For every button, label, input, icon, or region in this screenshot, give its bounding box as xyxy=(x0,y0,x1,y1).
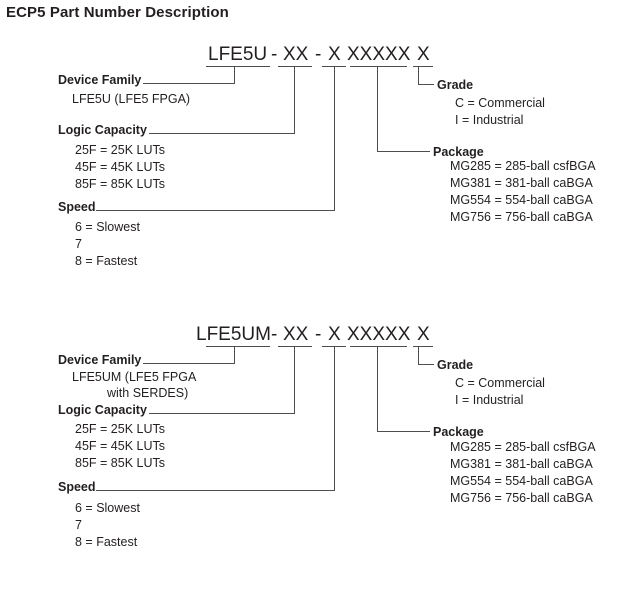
leader-line xyxy=(148,413,295,414)
part-number-group-speed: X xyxy=(328,324,341,345)
package-item: MG381 = 381-ball caBGA xyxy=(450,176,593,190)
logic-capacity-label: Logic Capacity xyxy=(58,123,147,137)
package-item: MG756 = 756-ball caBGA xyxy=(450,210,593,224)
part-number-separator: - xyxy=(271,44,278,65)
package-items: MG285 = 285-ball csfBGA MG381 = 381-ball… xyxy=(450,439,596,507)
part-number-group-package: XXXXX xyxy=(347,44,411,65)
speed-label: Speed xyxy=(58,480,96,494)
speed-item: 8 = Fastest xyxy=(75,535,138,549)
logic-capacity-item: 85F = 85K LUTs xyxy=(75,456,165,470)
part-number-group-grade: X xyxy=(417,44,430,65)
d2-grade-connector xyxy=(413,346,434,365)
speed-item: 6 = Slowest xyxy=(75,501,140,515)
logic-capacity-item: 45F = 45K LUTs xyxy=(75,439,165,453)
grade-item: I = Industrial xyxy=(455,393,524,407)
part-number-separator: - xyxy=(271,324,278,345)
device-family-desc: LFE5UM (LFE5 FPGA xyxy=(72,370,197,384)
logic-capacity-item: 25F = 25K LUTs xyxy=(75,143,165,157)
part-number-group-family: LFE5U xyxy=(208,44,268,65)
leader-line xyxy=(143,363,235,364)
logic-capacity-items: 25F = 25K LUTs 45F = 45K LUTs 85F = 85K … xyxy=(75,421,165,472)
package-label: Package xyxy=(433,425,484,439)
device-family-row: Device Family xyxy=(58,73,235,87)
grade-items: C = Commercial I = Industrial xyxy=(455,95,545,129)
speed-item: 6 = Slowest xyxy=(75,220,140,234)
part-number-group-package: XXXXX xyxy=(347,324,411,345)
logic-capacity-row: Logic Capacity xyxy=(58,123,295,137)
speed-items: 6 = Slowest 7 8 = Fastest xyxy=(75,500,140,551)
speed-item: 7 xyxy=(75,237,82,251)
d2-package-connector xyxy=(350,346,430,432)
logic-capacity-row: Logic Capacity xyxy=(58,403,295,417)
grade-label: Grade xyxy=(437,78,474,92)
leader-line xyxy=(148,133,295,134)
speed-items: 6 = Slowest 7 8 = Fastest xyxy=(75,219,140,270)
package-item: MG756 = 756-ball caBGA xyxy=(450,491,593,505)
speed-row: Speed xyxy=(58,200,335,214)
speed-item: 7 xyxy=(75,518,82,532)
package-label: Package xyxy=(433,145,484,159)
d1-package-connector xyxy=(350,66,430,152)
grade-label: Grade xyxy=(437,358,474,372)
part-number-group-capacity: XX xyxy=(283,324,309,345)
grade-item: I = Industrial xyxy=(455,113,524,127)
device-family-label: Device Family xyxy=(58,73,142,87)
logic-capacity-items: 25F = 25K LUTs 45F = 45K LUTs 85F = 85K … xyxy=(75,142,165,193)
part-number-group-speed: X xyxy=(328,44,341,65)
leader-line xyxy=(143,83,235,84)
logic-capacity-item: 85F = 85K LUTs xyxy=(75,177,165,191)
speed-item: 8 = Fastest xyxy=(75,254,138,268)
part-number-separator: - xyxy=(315,324,322,345)
part-number-group-family: LFE5UM xyxy=(196,324,271,345)
device-family-label: Device Family xyxy=(58,353,142,367)
grade-item: C = Commercial xyxy=(455,96,545,110)
figure-title: ECP5 Part Number Description xyxy=(6,4,229,21)
package-item: MG285 = 285-ball csfBGA xyxy=(450,159,596,173)
speed-label: Speed xyxy=(58,200,96,214)
device-family-row: Device Family xyxy=(58,353,235,367)
grade-item: C = Commercial xyxy=(455,376,545,390)
package-items: MG285 = 285-ball csfBGA MG381 = 381-ball… xyxy=(450,158,596,226)
grade-items: C = Commercial I = Industrial xyxy=(455,375,545,409)
logic-capacity-item: 45F = 45K LUTs xyxy=(75,160,165,174)
device-family-desc: with SERDES) xyxy=(107,386,189,400)
d1-grade-connector xyxy=(413,66,434,85)
package-item: MG381 = 381-ball caBGA xyxy=(450,457,593,471)
part-number-group-grade: X xyxy=(417,324,430,345)
part-number-separator: - xyxy=(315,44,322,65)
package-item: MG554 = 554-ball caBGA xyxy=(450,193,593,207)
logic-capacity-item: 25F = 25K LUTs xyxy=(75,422,165,436)
package-item: MG554 = 554-ball caBGA xyxy=(450,474,593,488)
package-item: MG285 = 285-ball csfBGA xyxy=(450,440,596,454)
logic-capacity-label: Logic Capacity xyxy=(58,403,147,417)
speed-row: Speed xyxy=(58,480,335,494)
part-number-group-capacity: XX xyxy=(283,44,309,65)
leader-line xyxy=(97,210,335,211)
leader-line xyxy=(97,490,335,491)
device-family-desc: LFE5U (LFE5 FPGA) xyxy=(72,92,191,106)
